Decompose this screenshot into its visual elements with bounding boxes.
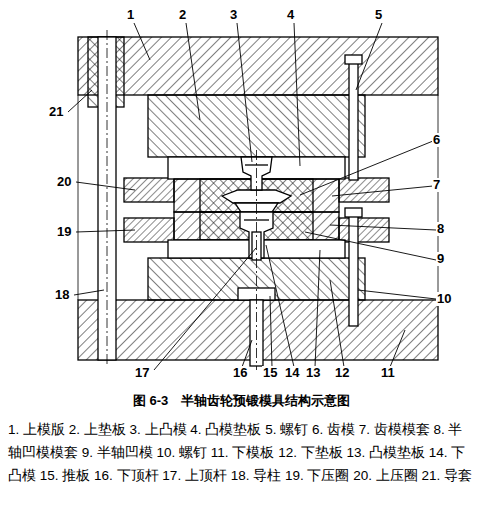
callout-number: 4 bbox=[286, 8, 295, 22]
callout-number: 1 bbox=[126, 8, 135, 22]
part-name: 15. 推板 bbox=[40, 468, 91, 483]
part-name: 13. 凸模垫板 bbox=[346, 445, 425, 460]
part-name: 6. 齿模 bbox=[312, 422, 355, 437]
callout-number: 5 bbox=[374, 8, 383, 22]
callout-number: 10 bbox=[436, 292, 452, 306]
callout-number: 18 bbox=[54, 288, 70, 302]
callout-number: 16 bbox=[232, 366, 248, 380]
callout-number: 20 bbox=[56, 175, 72, 189]
part-name: 10. 螺钉 bbox=[157, 445, 208, 460]
part-name: 18. 导柱 bbox=[231, 468, 282, 483]
callout-number: 3 bbox=[229, 8, 238, 22]
part-name: 4. 凸模垫板 bbox=[190, 422, 261, 437]
callout-number: 13 bbox=[305, 366, 321, 380]
callout-number: 7 bbox=[432, 178, 441, 192]
part-name: 3. 上凸模 bbox=[130, 422, 187, 437]
part-name: 9. 半轴凹模 bbox=[82, 445, 153, 460]
callout-number: 15 bbox=[262, 366, 278, 380]
part-name: 16. 下顶杆 bbox=[94, 468, 159, 483]
part-name: 7. 齿模模套 bbox=[359, 422, 430, 437]
parts-list: 1. 上模版 2. 上垫板 3. 上凸模 4. 凸模垫板 5. 螺钉 6. 齿模… bbox=[8, 418, 476, 487]
callout-number: 11 bbox=[380, 366, 396, 380]
callout-number: 12 bbox=[334, 366, 350, 380]
part-name: 5. 螺钉 bbox=[265, 422, 308, 437]
callout-number: 19 bbox=[56, 225, 72, 239]
figure-caption: 图 6-3 半轴齿轮预锻模具结构示意图 bbox=[0, 392, 483, 410]
part-name: 2. 上垫板 bbox=[69, 422, 126, 437]
callout-number: 14 bbox=[284, 366, 300, 380]
part-name: 11. 下模板 bbox=[211, 445, 275, 460]
callout-number: 21 bbox=[48, 105, 64, 119]
part-name: 12. 下垫板 bbox=[278, 445, 343, 460]
callout-number: 17 bbox=[134, 366, 150, 380]
caption-text: 图 6-3 半轴齿轮预锻模具结构示意图 bbox=[133, 393, 350, 408]
part-name: 20. 上压圈 bbox=[353, 468, 418, 483]
callout-number: 6 bbox=[432, 133, 441, 147]
callout-number: 2 bbox=[178, 8, 187, 22]
part-name: 1. 上模版 bbox=[8, 422, 65, 437]
part-name: 17. 上顶杆 bbox=[162, 468, 227, 483]
part-name: 19. 下压圈 bbox=[285, 468, 350, 483]
callout-number: 8 bbox=[436, 222, 445, 236]
part-name: 21. 导套 bbox=[422, 468, 473, 483]
callout-number: 9 bbox=[436, 252, 445, 266]
